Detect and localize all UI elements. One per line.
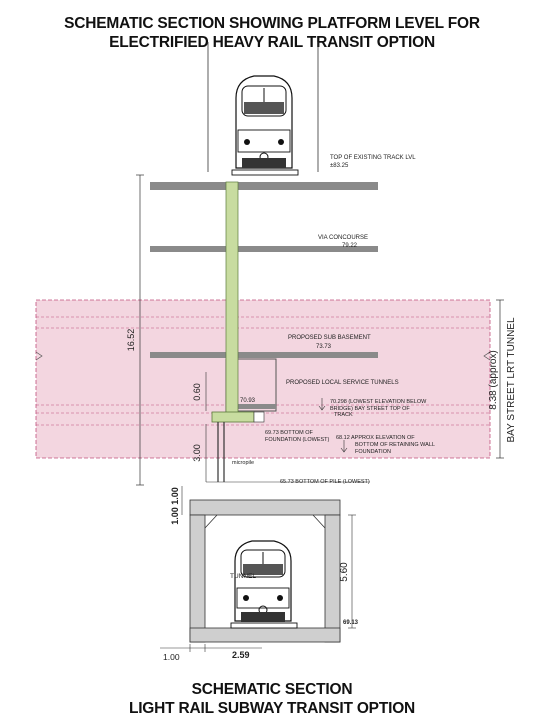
label-pile-bottom: 65.73 BOTTOM OF PILE (LOWEST)	[280, 479, 370, 485]
label-service-tunnels: PROPOSED LOCAL SERVICE TUNNELS	[286, 380, 399, 386]
label-foundation-1: 69.73 BOTTOM OF	[265, 430, 314, 436]
label-lowest-elev-3: TRACK	[334, 412, 353, 418]
bottom-title: SCHEMATIC SECTION LIGHT RAIL SUBWAY TRAN…	[0, 680, 544, 718]
dimension-3-00: 3.00	[192, 444, 202, 462]
heavy-rail-train-icon	[231, 75, 299, 176]
lrt-tunnel-zone	[35, 299, 491, 459]
dimension-1-00-c: 1.00	[163, 652, 180, 662]
top-title: SCHEMATIC SECTION SHOWING PLATFORM LEVEL…	[0, 14, 544, 52]
label-micropile: micropile	[232, 460, 254, 466]
label-sub-basement-2: 73.73	[316, 344, 332, 350]
label-sub-basement-1: PROPOSED SUB BASEMENT	[288, 335, 371, 341]
dimension-16-52: 16.52	[126, 329, 136, 352]
dimension-0-60: 0.60	[192, 383, 202, 401]
foundation-cap	[211, 411, 255, 423]
label-retaining-2: BOTTOM OF RETAINING WALL	[355, 442, 435, 448]
label-retaining-1: 68.12 APPROX ELEVATION OF	[336, 435, 415, 441]
existing-track-slab	[150, 182, 378, 190]
label-lowest-elev-1: 70.298 (LOWEST ELEVATION BELOW	[330, 399, 427, 405]
structural-column	[225, 181, 239, 415]
via-concourse-slab	[150, 246, 378, 252]
label-via-1: VIA CONCOURSE	[318, 235, 368, 241]
lrt-depth-label: 8.38 (approx)	[488, 350, 499, 409]
top-title-line-1: SCHEMATIC SECTION SHOWING PLATFORM LEVEL…	[64, 15, 480, 32]
bottom-title-line-2: LIGHT RAIL SUBWAY TRANSIT OPTION	[128, 700, 416, 717]
lrt-tunnel-name: BAY STREET LRT TUNNEL	[506, 317, 517, 442]
dimension-1-00-b: 1.00	[170, 507, 180, 525]
dimension-1-00-a: 1.00	[170, 487, 180, 505]
lrt-train-icon	[230, 540, 298, 629]
top-title-line-2: ELECTRIFIED HEAVY RAIL TRANSIT OPTION	[109, 34, 435, 51]
sub-basement-slab	[150, 352, 378, 358]
dimension-5-60: 5.60	[339, 562, 350, 582]
label-foundation-2: FOUNDATION (LOWEST)	[265, 437, 330, 443]
lrt-subway-tunnel	[189, 499, 341, 643]
label-69-13: 69.13	[343, 620, 359, 626]
dimension-2-59: 2.59	[232, 650, 250, 660]
label-lowest-elev-2: BRIDGE) BAY STREET TOP OF	[330, 406, 410, 412]
label-via-2: 79.22	[342, 243, 358, 249]
bottom-title-line-1: SCHEMATIC SECTION	[191, 681, 353, 698]
label-top-track-1: TOP OF EXISTING TRACK LVL	[330, 155, 416, 161]
label-70-93: 70.93	[240, 398, 256, 404]
label-top-track-2: ±83.25	[330, 163, 349, 169]
label-retaining-3: FOUNDATION	[355, 449, 391, 455]
label-tunnel: TUNNEL	[230, 573, 256, 580]
